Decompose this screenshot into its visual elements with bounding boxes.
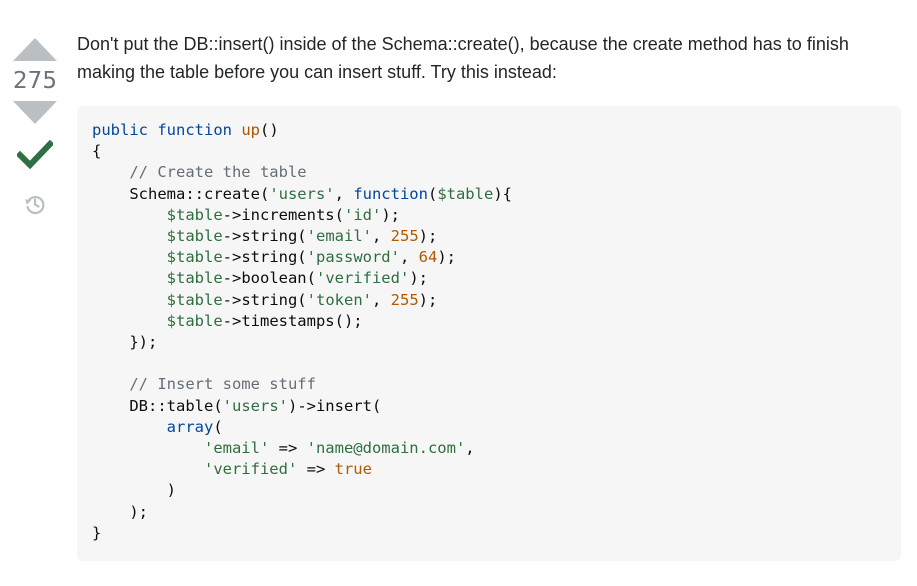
up-arrow-icon xyxy=(13,38,57,61)
code-content: public function up() { // Create the tab… xyxy=(92,120,886,544)
checkmark-icon xyxy=(15,139,55,170)
code-line: $table->timestamps(); xyxy=(166,311,363,330)
code-line: DB::table('users')->insert( xyxy=(92,396,382,415)
vote-count: 275 xyxy=(13,68,57,94)
code-line: $table->string('email', 255); xyxy=(166,227,438,246)
post-history-button[interactable] xyxy=(23,192,47,216)
downvote-button[interactable] xyxy=(13,100,57,124)
code-line: 'verified' => true xyxy=(203,460,372,479)
code-line: public function up() xyxy=(92,121,279,139)
code-line: 'email' => 'name@domain.com', xyxy=(203,439,475,458)
code-line: Schema::create('users', function($table)… xyxy=(92,184,512,203)
post-body: Don't put the DB::insert() inside of the… xyxy=(77,30,902,561)
code-line: array( xyxy=(166,417,223,436)
history-icon xyxy=(25,195,45,215)
code-line: $table->string('password', 64); xyxy=(166,248,456,267)
code-line: } xyxy=(92,523,102,542)
code-line: $table->boolean('verified'); xyxy=(166,269,428,288)
upvote-button[interactable] xyxy=(13,38,57,62)
code-block: public function up() { // Create the tab… xyxy=(77,106,901,561)
vote-column: 275 xyxy=(0,0,70,216)
code-line: $table->string('token', 255); xyxy=(166,290,438,309)
code-line: ); xyxy=(92,502,148,521)
code-comment: // Create the table xyxy=(92,163,307,182)
code-line: { xyxy=(92,142,102,161)
code-comment: // Insert some stuff xyxy=(92,375,316,394)
accepted-answer-indicator xyxy=(15,139,55,170)
code-line: $table->increments('id'); xyxy=(166,205,400,224)
down-arrow-icon xyxy=(13,101,57,124)
code-line: }); xyxy=(92,333,158,352)
answer-text: Don't put the DB::insert() inside of the… xyxy=(77,34,849,82)
code-line: ) xyxy=(92,481,176,500)
